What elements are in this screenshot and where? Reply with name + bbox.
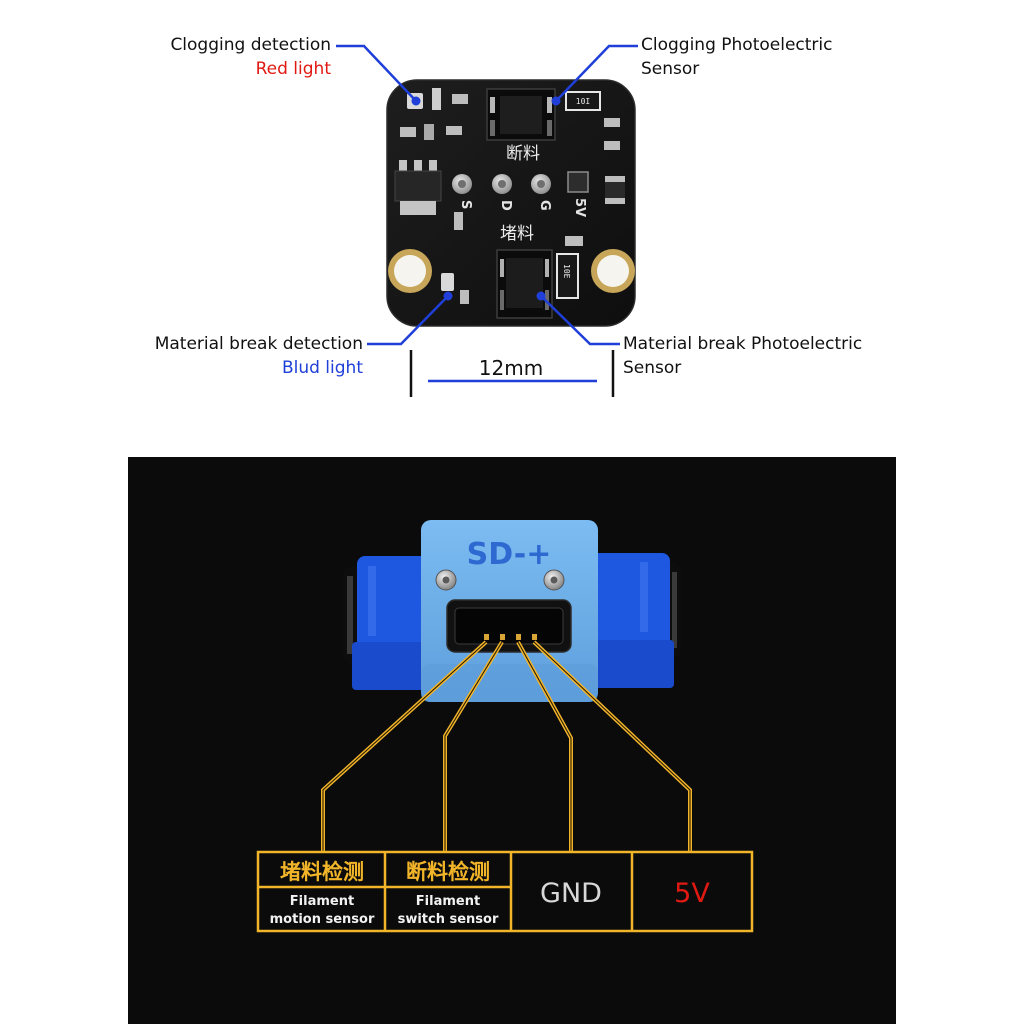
- material-break-photoelectric-sensor: [496, 249, 553, 319]
- motion-sensor-en-line1: Filament: [290, 894, 354, 909]
- red-light-label: Red light: [256, 59, 332, 79]
- smd-component: [454, 212, 463, 230]
- pad-label-d: D: [498, 200, 513, 211]
- clogging-photoelectric-sensor: [486, 88, 556, 141]
- pinout-table: 堵料检测 Filament motion sensor 断料检测 Filamen…: [256, 850, 754, 933]
- mounting-hole-left: [388, 249, 432, 293]
- connector-pin: [500, 634, 505, 640]
- smd-component: [452, 94, 468, 104]
- smd-cluster-bottom: 10E: [441, 236, 583, 304]
- smd-component: [604, 118, 620, 127]
- connector-pin: [532, 634, 537, 640]
- signal-pads: S D G 5V: [452, 174, 587, 217]
- clogging-detection-label: Clogging detection: [170, 35, 331, 55]
- annotation-clogging-detection: Clogging detection Red light: [170, 35, 421, 106]
- pinout-table-border: [256, 850, 754, 933]
- resistor-bottom: [556, 253, 579, 299]
- annotation-break-detection: Material break detection Blud light: [155, 291, 453, 378]
- annotation-clogging-sensor: Clogging Photoelectric Sensor: [551, 35, 832, 106]
- pad-label-s: S: [458, 200, 473, 209]
- leader-line: [336, 44, 417, 102]
- resistor-bottom-code: 10E: [562, 264, 571, 279]
- smd-component: [400, 127, 416, 137]
- square-pad: [567, 171, 589, 193]
- break-sensor-label-line2: Sensor: [623, 358, 681, 378]
- leader-dot: [551, 96, 561, 106]
- sensor-housing: SD-+: [343, 520, 681, 702]
- switch-sensor-en-line2: switch sensor: [398, 912, 499, 927]
- mounting-hole-right: [591, 249, 635, 293]
- housing-left-base: [352, 642, 432, 690]
- leader-line: [367, 295, 449, 346]
- resistor-top-code: 10I: [576, 97, 591, 106]
- blue-light-label: Blud light: [282, 358, 363, 378]
- leader-dot: [443, 291, 453, 301]
- connector-pin: [516, 634, 521, 640]
- smd-cluster-top-right: 10I: [565, 91, 625, 204]
- break-sensor-label-line1: Material break Photoelectric: [623, 334, 862, 354]
- connector-socket: [446, 599, 572, 653]
- smd-component: [424, 124, 434, 140]
- motion-sensor-cn: 堵料检测: [280, 860, 364, 884]
- pin-leader-lines: [321, 640, 692, 852]
- connector-pin: [484, 634, 489, 640]
- screw-left: [435, 569, 457, 591]
- smd-component: [565, 236, 583, 246]
- blue-led: [441, 273, 454, 291]
- pad-label-5v: 5V: [572, 198, 587, 217]
- screw-right: [543, 569, 565, 591]
- switch-sensor-en-line1: Filament: [416, 894, 480, 909]
- housing-marking: SD-+: [467, 537, 552, 572]
- leader-dot: [411, 96, 421, 106]
- pinout-cell-switch-sensor: 断料检测 Filament switch sensor: [398, 860, 499, 927]
- leader-line: [555, 44, 638, 102]
- pcb-board: 10I 断料 堵料 S D G 5V: [386, 79, 636, 327]
- switch-sensor-cn: 断料检测: [406, 860, 490, 884]
- resistor-top: [565, 91, 601, 111]
- pinout-cell-gnd: GND: [540, 878, 602, 909]
- dimension-marker: 12mm: [409, 350, 615, 397]
- smd-component: [446, 126, 462, 135]
- smd-component: [605, 176, 625, 204]
- leader-dot: [536, 291, 546, 301]
- dimension-label: 12mm: [479, 356, 543, 380]
- silkscreen-clog-label: 堵料: [500, 224, 534, 244]
- break-detection-label: Material break detection: [155, 334, 363, 354]
- silkscreen-break-label: 断料: [506, 144, 540, 164]
- pinout-cell-motion-sensor: 堵料检测 Filament motion sensor: [270, 860, 375, 927]
- leader-line: [540, 295, 620, 346]
- voltage-regulator-ic: [394, 160, 463, 230]
- smd-component: [604, 141, 620, 150]
- clogging-sensor-label-line2: Sensor: [641, 59, 699, 79]
- clogging-sensor-label-line1: Clogging Photoelectric: [641, 35, 832, 55]
- smd-component: [432, 88, 441, 110]
- pad-label-g: G: [537, 200, 552, 211]
- pinout-cell-5v: 5V: [674, 878, 710, 909]
- housing-right-base: [592, 640, 674, 688]
- annotation-break-sensor: Material break Photoelectric Sensor: [536, 291, 862, 378]
- motion-sensor-en-line2: motion sensor: [270, 912, 375, 927]
- smd-component: [460, 290, 469, 304]
